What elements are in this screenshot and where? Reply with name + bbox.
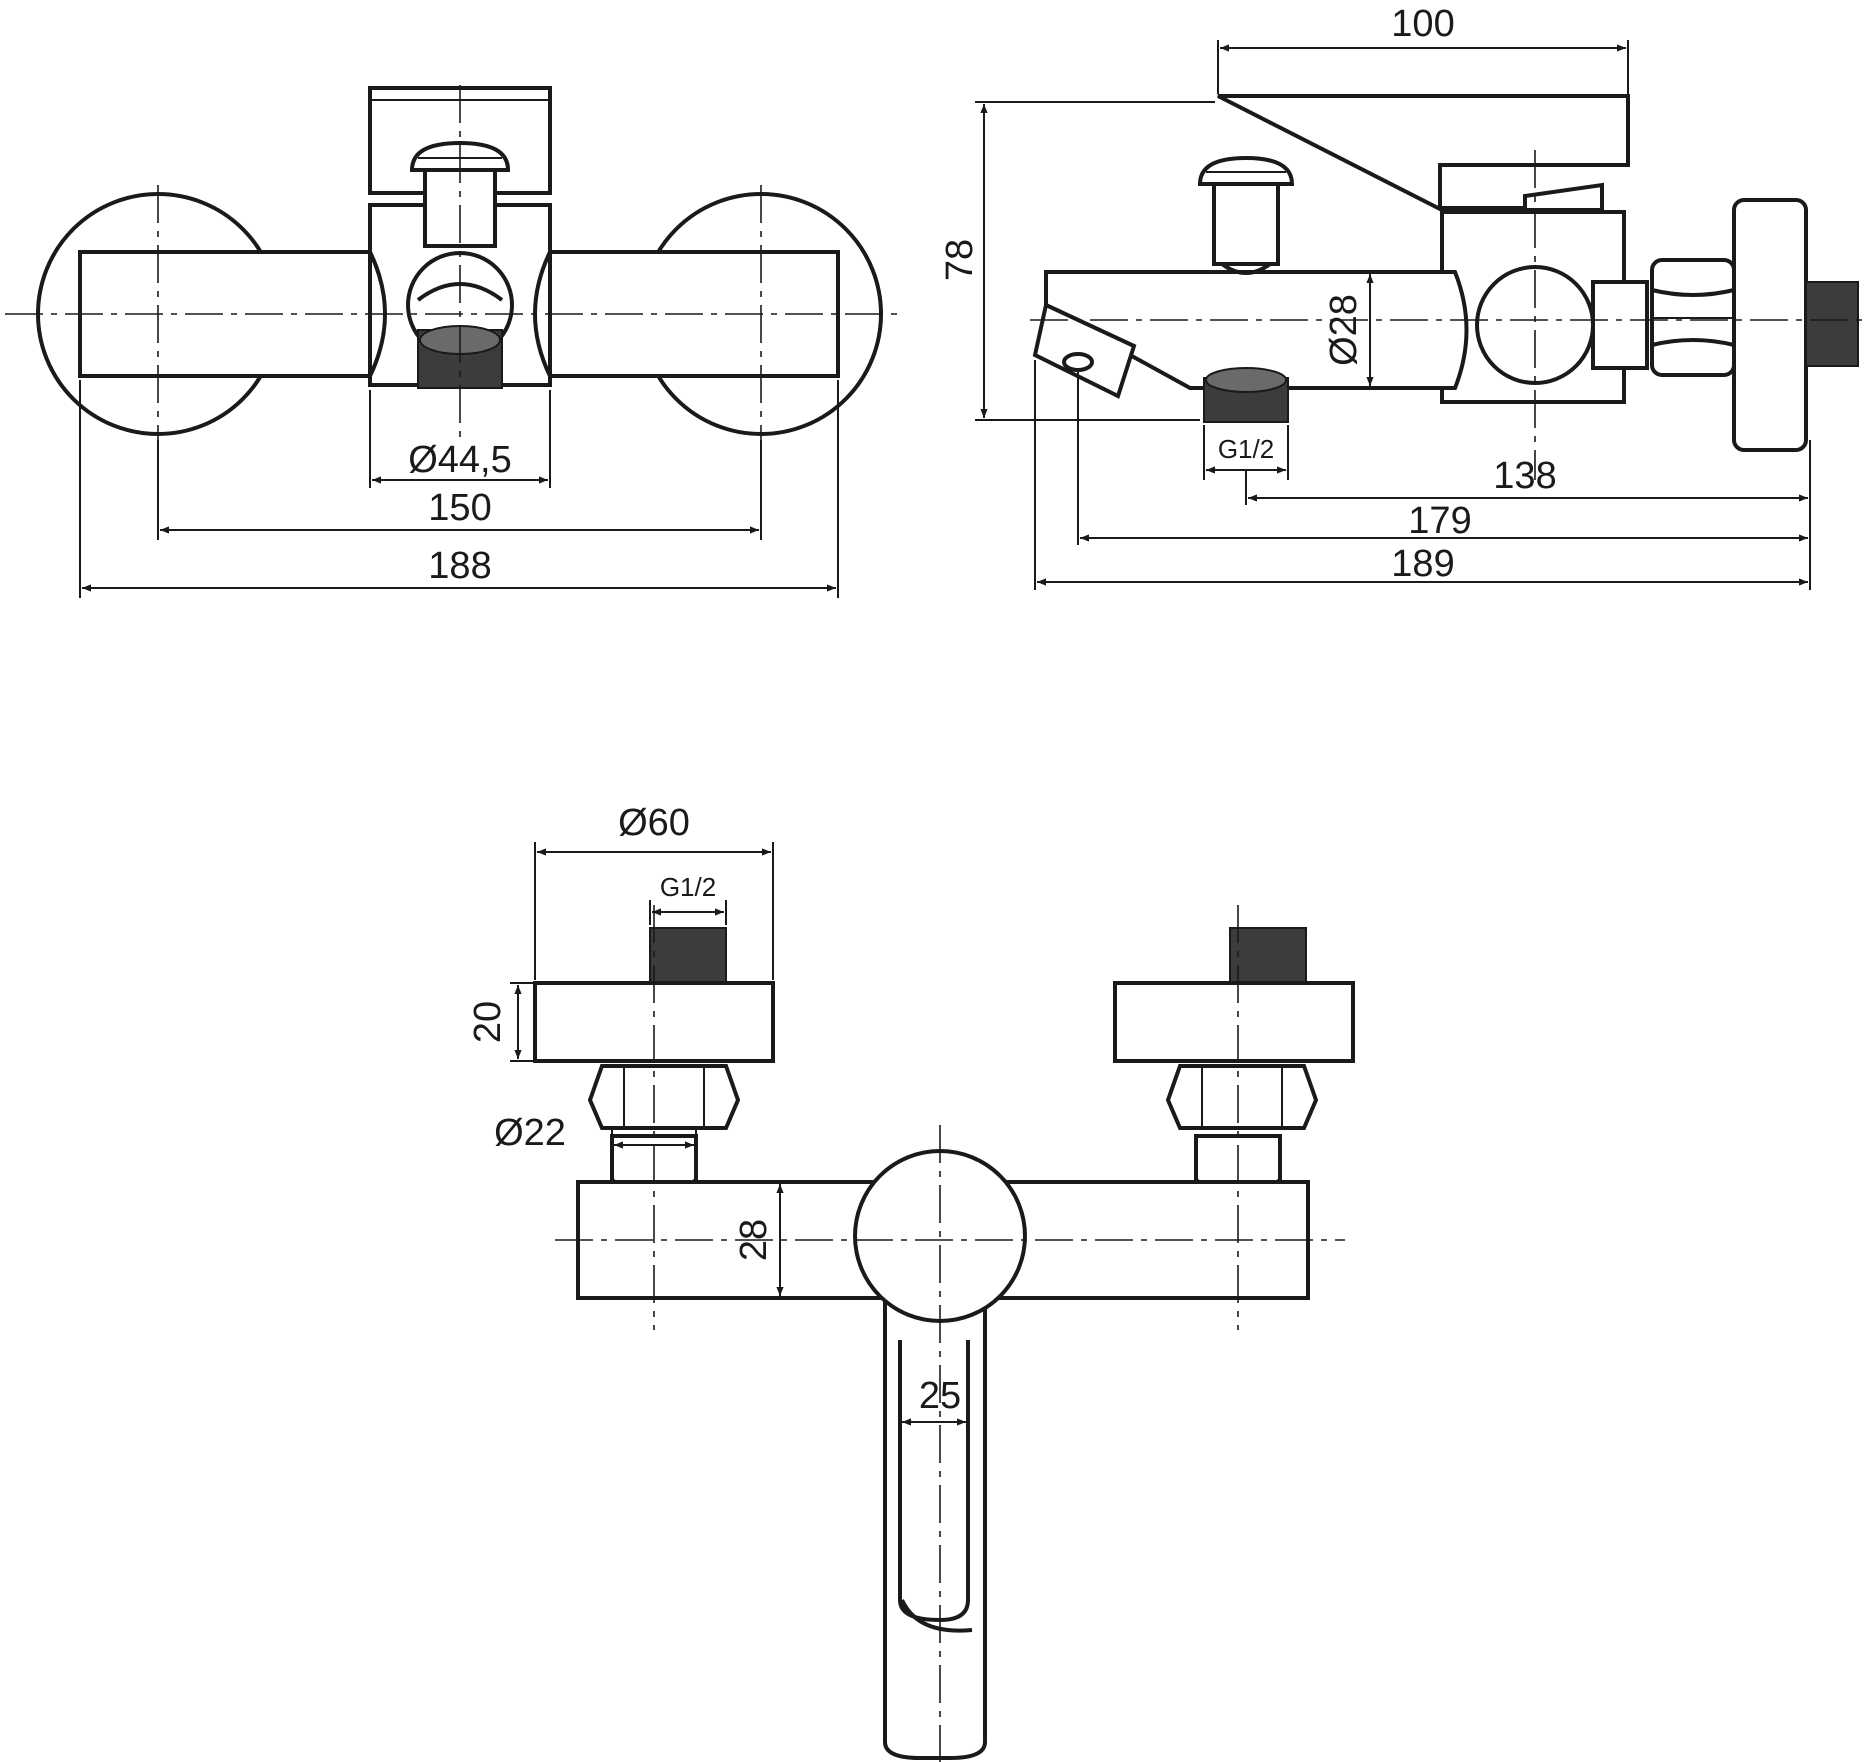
- right-wall-thread: [1229, 927, 1307, 984]
- dim-overall-width: 188: [428, 545, 491, 587]
- front-view: Ø44,5 150 188: [5, 85, 898, 598]
- dim-height: 78: [939, 239, 981, 281]
- right-wall-rose-top: [1113, 981, 1355, 1063]
- dim-rose-thickness: 20: [467, 1001, 509, 1043]
- dim-rose-diameter: Ø60: [618, 802, 690, 844]
- dim-body-diameter: Ø28: [1323, 294, 1365, 366]
- dim-spout-width: 25: [919, 1375, 961, 1417]
- dim-eccentric-diameter: Ø22: [494, 1112, 566, 1154]
- dim-lever-length: 100: [1391, 3, 1454, 45]
- spout-tip: [1032, 302, 1137, 399]
- side-view: 100 78 Ø28 G1/2 138 179 189: [939, 3, 1867, 590]
- dim-outlet-thread: G1/2: [1218, 434, 1274, 464]
- diverter-stem-side: [1212, 180, 1280, 266]
- dim-outlet-diameter: Ø44,5: [408, 439, 512, 481]
- dim-wall-thread: G1/2: [660, 872, 716, 902]
- left-wall-thread: [649, 927, 727, 984]
- dim-overall-depth: 189: [1391, 543, 1454, 585]
- dim-bar-width: 28: [733, 1219, 775, 1261]
- wall-rose-side: [1732, 198, 1808, 452]
- spout-top: [883, 1288, 987, 1760]
- dim-projection-outlet: 138: [1493, 455, 1556, 497]
- top-view: Ø60 G1/2 20 Ø22 28 25: [467, 802, 1355, 1762]
- wall-thread-side: [1805, 281, 1859, 367]
- dim-projection-spout: 179: [1408, 500, 1471, 542]
- right-hex-nut: [1165, 1064, 1319, 1130]
- left-hex-nut: [587, 1064, 741, 1130]
- dim-centre-distance: 150: [428, 487, 491, 529]
